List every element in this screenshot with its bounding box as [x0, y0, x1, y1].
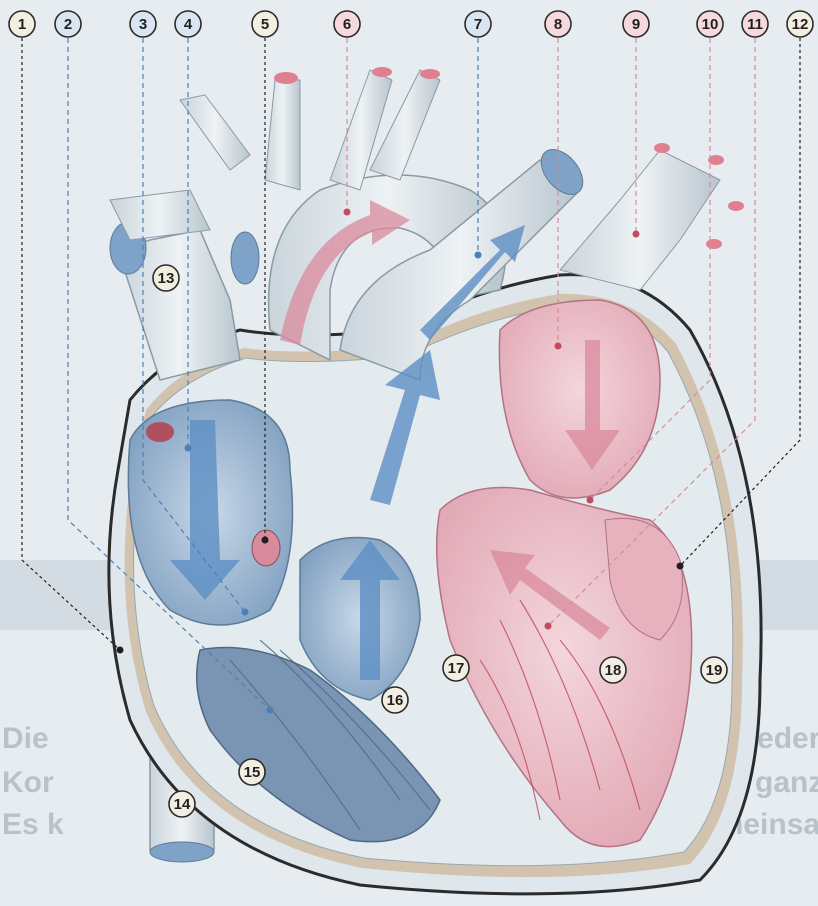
- label-4: 4: [175, 11, 201, 37]
- aortic-branch-1: [265, 80, 300, 190]
- label-13-text: 13: [158, 270, 175, 287]
- label-1-text: 1: [18, 16, 26, 33]
- label-1: 1: [9, 11, 35, 37]
- label-12: 12: [787, 11, 813, 37]
- label-19-text: 19: [706, 662, 723, 679]
- coronary-sinus: [252, 530, 280, 566]
- label-9-text: 9: [632, 16, 640, 33]
- label-5: 5: [252, 11, 278, 37]
- label-3-text: 3: [139, 16, 147, 33]
- label-19: 19: [701, 657, 727, 683]
- label-7-text: 7: [474, 16, 482, 33]
- branch-opening-2: [372, 67, 392, 77]
- label-10-text: 10: [702, 16, 719, 33]
- label-16-text: 16: [387, 692, 404, 709]
- label-9: 9: [623, 11, 649, 37]
- left-vessel-branch: [180, 95, 250, 170]
- label-3: 3: [130, 11, 156, 37]
- label-16: 16: [382, 687, 408, 713]
- bg-text-line1: Die: [2, 722, 49, 755]
- label-11: 11: [742, 11, 768, 37]
- pulmonary-vein-opening-3: [728, 201, 744, 211]
- label-7: 7: [465, 11, 491, 37]
- bg-text-line3: Es k: [2, 808, 64, 841]
- pulmonary-vein-opening-1: [654, 143, 670, 153]
- label-17: 17: [443, 655, 469, 681]
- vein-opening-right: [231, 232, 259, 284]
- label-2-text: 2: [64, 16, 72, 33]
- label-18-text: 18: [605, 662, 622, 679]
- pulmonary-vein-opening-4: [706, 239, 722, 249]
- label-8: 8: [545, 11, 571, 37]
- label-14-text: 14: [174, 796, 191, 813]
- label-17-text: 17: [448, 660, 465, 677]
- branch-opening-1: [274, 72, 298, 84]
- label-11-text: 11: [747, 16, 763, 33]
- label-4-text: 4: [184, 16, 193, 33]
- vena-cava-inlet: [146, 422, 174, 442]
- label-15-text: 15: [244, 764, 261, 781]
- pulmonary-veins: [560, 150, 720, 290]
- label-2: 2: [55, 11, 81, 37]
- bg-text-line2: Kor: [2, 766, 54, 799]
- label-6: 6: [334, 11, 360, 37]
- label-12-text: 12: [792, 16, 809, 33]
- label-5-text: 5: [261, 16, 269, 33]
- label-13: 13: [153, 265, 179, 291]
- label-18: 18: [600, 657, 626, 683]
- label-6-text: 6: [343, 16, 351, 33]
- label-15: 15: [239, 759, 265, 785]
- label-14: 14: [169, 791, 195, 817]
- vena-cava-opening: [150, 842, 214, 862]
- leader-line-1: [22, 38, 120, 650]
- branch-opening-3: [420, 69, 440, 79]
- label-8-text: 8: [554, 16, 562, 33]
- label-10: 10: [697, 11, 723, 37]
